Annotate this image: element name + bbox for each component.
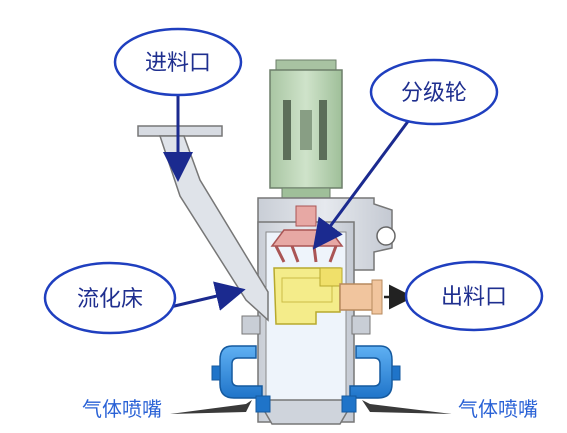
callout-classifier-wheel: 分级轮 xyxy=(369,58,499,126)
gas-nozzle-right xyxy=(341,345,401,413)
feed-inlet-pipe xyxy=(137,125,269,322)
callout-fluidized-bed: 流化床 xyxy=(43,261,177,335)
label-fluidized-bed: 流化床 xyxy=(77,287,143,312)
callout-feed-inlet: 进料口 xyxy=(113,27,243,97)
label-nozzle-left: 气体喷嘴 xyxy=(82,397,162,421)
pointer-nozzle-left xyxy=(170,400,252,414)
label-nozzle-right: 气体喷嘴 xyxy=(458,397,538,421)
pointer-classifier-wheel xyxy=(312,115,414,250)
label-outlet: 出料口 xyxy=(441,285,507,310)
callout-outlet: 出料口 xyxy=(404,260,544,332)
gas-nozzle-left xyxy=(211,345,271,413)
label-feed-inlet: 进料口 xyxy=(145,51,211,76)
label-classifier-wheel: 分级轮 xyxy=(401,81,467,106)
pointer-fluidized-bed xyxy=(165,281,246,311)
motor-icon xyxy=(269,59,343,201)
outlet-pipe xyxy=(339,279,383,315)
classifier-outlet-part xyxy=(273,267,343,325)
pointer-nozzle-right xyxy=(362,400,452,414)
